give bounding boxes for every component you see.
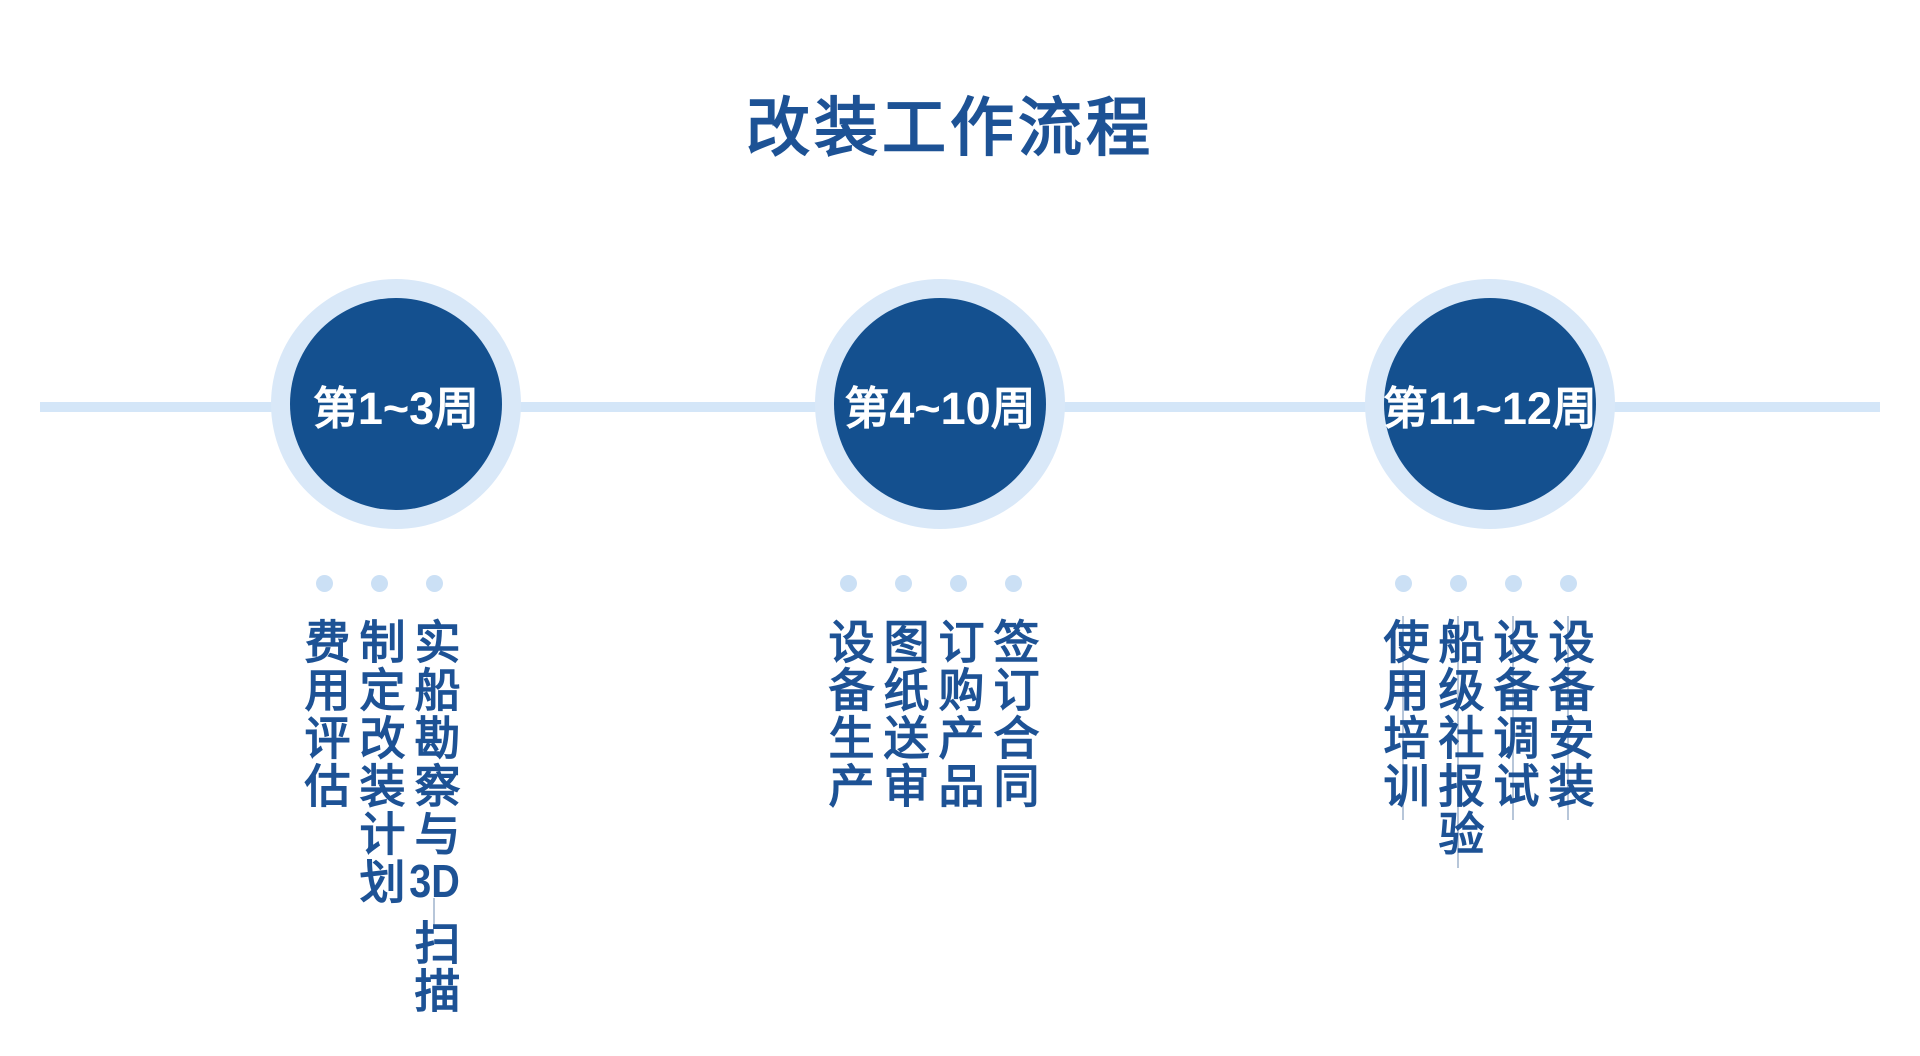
task-column: 设备安装 (1542, 618, 1595, 810)
dots-row (1394, 575, 1577, 592)
milestone-circle: 第11~12周 (1383, 298, 1597, 510)
dot-icon (315, 575, 333, 592)
task-column: 图纸送审 (877, 618, 930, 810)
dot-icon (894, 575, 912, 592)
task-column: 签订合同 (987, 618, 1040, 810)
task-list: 设备安装设备调试船级社报验使用培训 (1376, 618, 1596, 858)
dot-icon (1504, 575, 1522, 592)
dot-icon (370, 575, 388, 592)
dot-icon (949, 575, 967, 592)
task-column: 费用评估 (298, 618, 351, 810)
task-column: 设备调试 (1487, 618, 1540, 810)
dots-row (839, 575, 1022, 592)
dot-icon (425, 575, 443, 592)
milestone-circle: 第1~3周 (290, 298, 502, 510)
guide-line (1567, 616, 1569, 820)
milestone-week-4-10: 第4~10周 签订合同订购产品图纸送审设备生产 (815, 279, 1065, 810)
milestone-label: 第11~12周 (1383, 382, 1597, 434)
milestone-halo: 第1~3周 (271, 279, 521, 529)
dot-icon (1004, 575, 1022, 592)
milestone-week-11-12: 第11~12周 设备安装设备调试船级社报验使用培训 (1365, 279, 1615, 868)
task-column: 订购产品 (932, 618, 985, 810)
task-column: 制定改装计划 (353, 618, 406, 906)
guide-line (1457, 616, 1459, 868)
guide-line (433, 898, 435, 928)
task-column: 实船勘察与3D 扫描 (408, 618, 461, 1015)
milestone-week-1-3: 第1~3周 实船勘察与3D 扫描制定改装计划费用评估 (271, 279, 521, 1015)
milestone-halo: 第4~10周 (815, 279, 1065, 529)
dot-icon (839, 575, 857, 592)
task-column: 船级社报验 (1432, 618, 1485, 858)
guide-line (1402, 616, 1404, 820)
task-list: 签订合同订购产品图纸送审设备生产 (821, 618, 1041, 810)
milestone-label: 第1~3周 (312, 382, 480, 434)
guide-line (1512, 616, 1514, 820)
dot-icon (1394, 575, 1412, 592)
dot-icon (1559, 575, 1577, 592)
task-column: 设备生产 (822, 618, 875, 810)
milestone-circle: 第4~10周 (834, 298, 1046, 510)
task-list: 实船勘察与3D 扫描制定改装计划费用评估 (297, 618, 462, 1015)
page-title: 改装工作流程 (746, 91, 1154, 164)
dots-row (315, 575, 443, 592)
milestone-label: 第4~10周 (844, 382, 1036, 434)
upright-latin: 3D (409, 858, 460, 904)
milestone-halo: 第11~12周 (1365, 279, 1615, 529)
dot-icon (1449, 575, 1467, 592)
task-column: 使用培训 (1377, 618, 1430, 810)
